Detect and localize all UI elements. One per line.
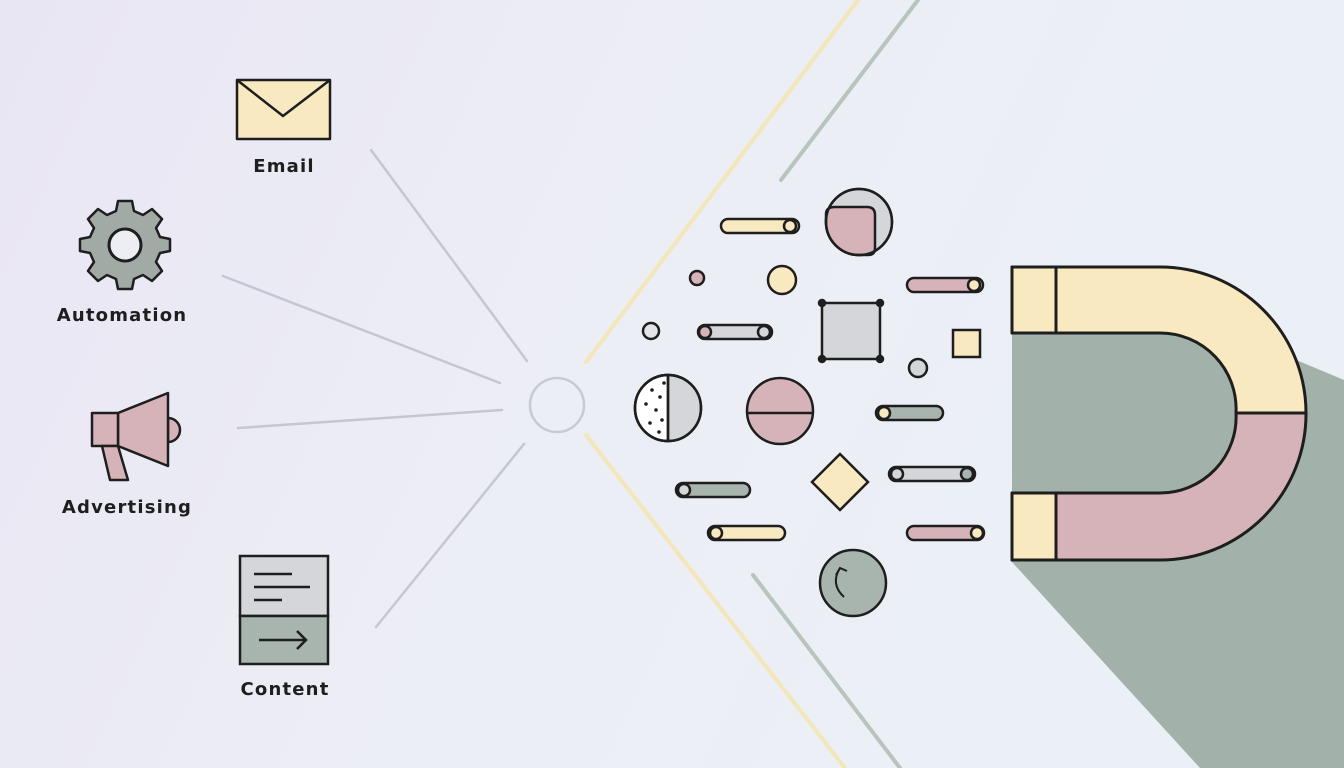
pill-particle — [905, 276, 985, 294]
diamond-particle — [810, 452, 870, 512]
dot-particle — [688, 269, 706, 287]
magnet-icon — [1010, 265, 1308, 562]
rotate-circle-particle — [818, 548, 888, 618]
channel-label-email: Email — [253, 156, 315, 177]
hub-circle-icon — [528, 376, 586, 434]
beam-lines — [584, 0, 920, 768]
square-particle — [817, 298, 885, 364]
channel-label-content: Content — [240, 679, 330, 700]
dotted-circle-particle — [633, 373, 703, 443]
split-circle-particle — [745, 376, 815, 446]
dot-particle — [907, 357, 929, 379]
dot-particle — [641, 321, 661, 341]
particles — [633, 187, 986, 618]
gear-icon — [78, 199, 172, 291]
envelope-icon — [235, 78, 332, 141]
quarter-circle-particle — [824, 187, 894, 257]
megaphone-icon — [90, 391, 182, 482]
small-square-particle — [951, 328, 982, 359]
connector-lines — [221, 148, 529, 629]
pill-particle — [674, 481, 752, 499]
pill-particle — [719, 217, 801, 235]
channel-label-automation: Automation — [56, 305, 188, 326]
pill-particle — [887, 465, 977, 483]
pill-particle — [706, 524, 787, 542]
channel-label-advertising: Advertising — [61, 497, 193, 518]
dot-particle — [766, 264, 798, 296]
document-arrow-icon — [238, 554, 330, 666]
pill-particle — [874, 404, 945, 422]
